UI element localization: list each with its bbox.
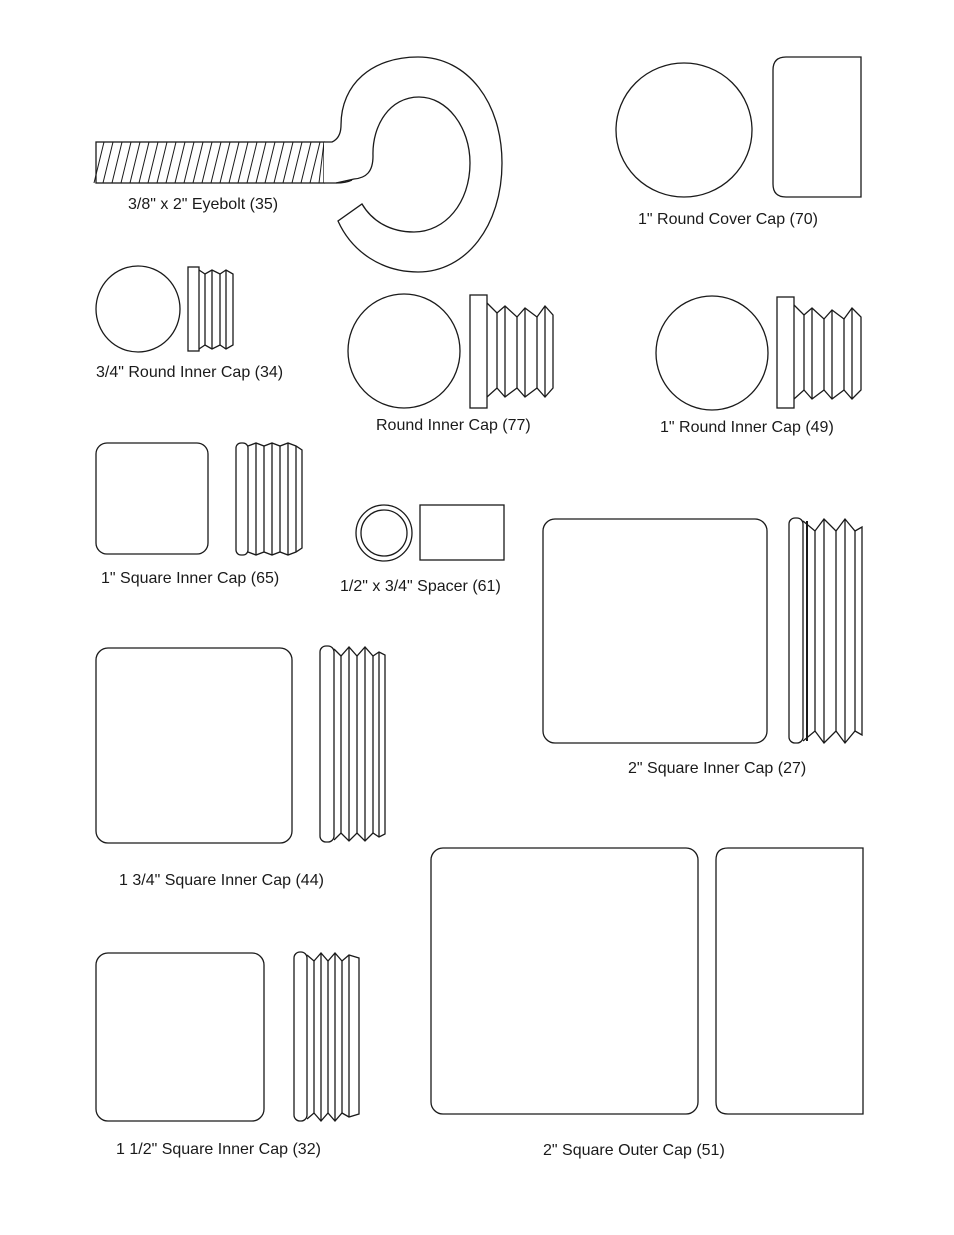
square-inner-cap-32-drawing xyxy=(95,951,360,1122)
label-eyebolt-35: 3/8" x 2" Eyebolt (35) xyxy=(128,196,279,213)
label-round-inner-cap-49: 1" Round Inner Cap (49) xyxy=(660,419,834,436)
square-inner-cap-65-drawing xyxy=(95,442,303,556)
label-round-cover-cap-70: 1" Round Cover Cap (70) xyxy=(638,211,818,228)
eyebolt-drawing xyxy=(93,56,503,273)
label-square-inner-cap-65: 1" Square Inner Cap (65) xyxy=(101,570,280,587)
label-square-inner-cap-44: 1 3/4" Square Inner Cap (44) xyxy=(119,872,324,889)
square-inner-cap-27-drawing xyxy=(542,517,863,745)
round-inner-cap-49-drawing xyxy=(655,295,862,411)
square-inner-cap-44-drawing xyxy=(95,645,386,844)
label-square-inner-cap-27: 2" Square Inner Cap (27) xyxy=(628,760,807,777)
square-outer-cap-51-drawing xyxy=(430,847,864,1115)
label-spacer-61: 1/2" x 3/4" Spacer (61) xyxy=(340,578,501,595)
label-square-inner-cap-32: 1 1/2" Square Inner Cap (32) xyxy=(116,1141,321,1158)
round-inner-cap-34-drawing xyxy=(95,265,234,353)
label-square-outer-cap-51: 2" Square Outer Cap (51) xyxy=(543,1142,725,1159)
round-cover-cap-70-drawing xyxy=(615,56,862,198)
spacer-61-drawing xyxy=(355,504,505,562)
label-round-inner-cap-34: 3/4" Round Inner Cap (34) xyxy=(96,364,284,381)
label-round-inner-cap-77: Round Inner Cap (77) xyxy=(376,417,531,434)
round-inner-cap-77-drawing xyxy=(347,293,554,409)
